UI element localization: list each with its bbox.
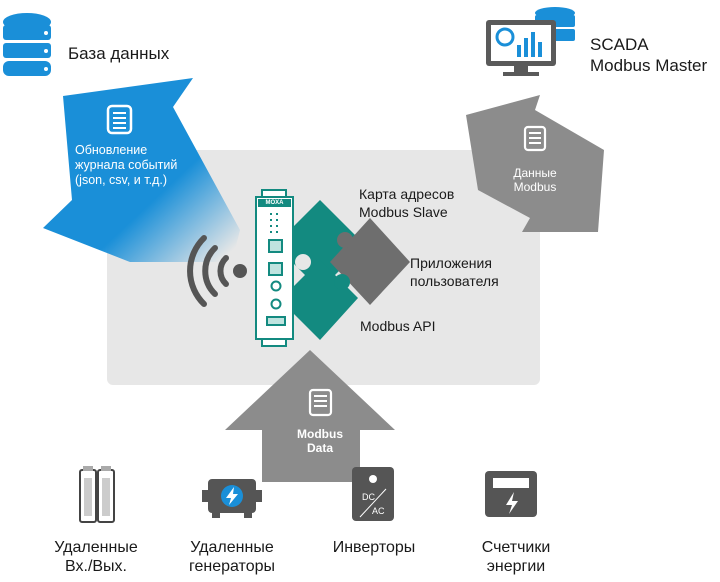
inverter-label: Инверторы [332,539,416,556]
log-update-line3: (json, csv, и т.д.) [75,173,168,187]
slave-map-line2: Modbus Slave [359,204,448,220]
log-update-arrow [43,78,240,262]
inverter-dc-text: DC [362,492,375,502]
scada-label-line1: SCADA [590,35,649,54]
document-icon [523,125,547,152]
database-label: База данных [68,44,170,63]
document-icon [308,388,333,417]
user-apps-line1: Приложения [410,255,492,271]
up-arrow-line1: Modbus [297,427,343,441]
modbus-api-label: Modbus API [360,318,436,334]
scada-monitor-icon [486,7,575,76]
puzzle-graphic [275,200,410,340]
slave-map-line1: Карта адресов [359,186,455,202]
modbus-data-line2: Modbus [513,180,557,194]
up-arrow-line2: Data [306,441,333,455]
remote-io-label-line1: Удаленные [54,539,138,556]
generator-icon [202,479,262,518]
modbus-data-up-arrow [225,350,395,482]
document-icon [106,104,133,135]
modbus-data-arrow [466,95,604,232]
energy-meter-icon [485,471,537,517]
scada-label-line2: Modbus Master [590,56,708,75]
generator-label-line1: Удаленные [190,539,274,556]
inverter-ac-text: AC [372,506,385,516]
meter-label-line2: энергии [486,558,546,575]
user-apps-line2: пользователя [410,273,499,289]
moxa-device [255,189,294,347]
log-update-line1: Обновление [75,143,148,157]
modbus-data-line1: Данные [513,166,557,180]
generator-label-line2: генераторы [188,558,275,575]
inverter-icon: DC AC [352,467,394,521]
remote-io-icon [79,466,115,523]
wireless-icon [187,235,247,307]
remote-io-label-line2: Вх./Вых. [65,558,127,575]
device-brand: MOXA [265,200,284,206]
database-icon [3,13,51,76]
meter-label-line1: Счетчики [481,539,551,556]
log-update-line2: журнала событий [75,158,178,172]
